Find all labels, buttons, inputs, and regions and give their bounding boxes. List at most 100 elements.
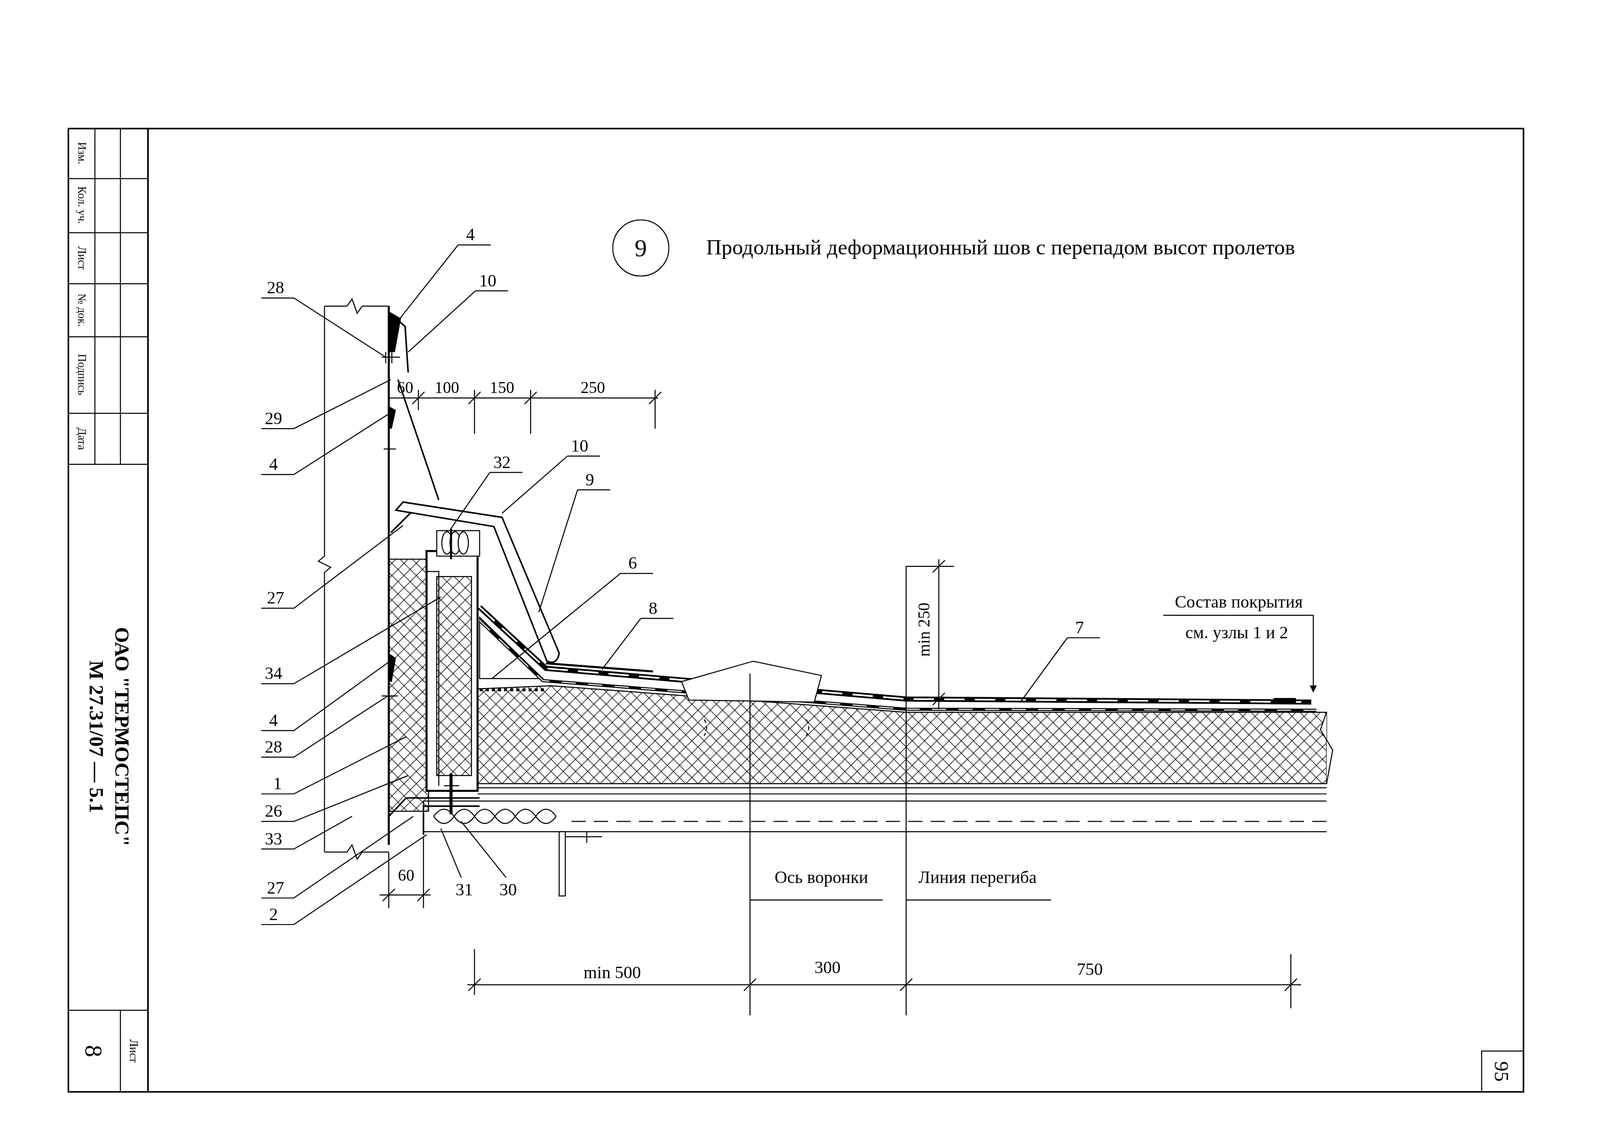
flashing-part: [381, 351, 400, 364]
wall-part: [318, 306, 331, 852]
sheet-frame-part: [94, 128, 121, 1092]
dimension-text: 750: [1076, 960, 1103, 978]
axis-lines-part: [750, 566, 907, 1015]
axis-lines-part: [750, 899, 1052, 901]
page-number: 95: [1492, 1061, 1513, 1082]
leader-lines-part: [261, 775, 409, 822]
title-block-cell: Кол. уч.: [75, 186, 88, 224]
leader-lines-part: [261, 695, 388, 758]
deck: [423, 787, 1327, 896]
wall-part: [324, 299, 389, 314]
sheet-frame-part: [147, 128, 1524, 1092]
fastener-part: [436, 530, 480, 557]
callout-number: 8: [648, 599, 658, 617]
deck-part: [477, 787, 1327, 794]
membrane: [479, 606, 1317, 710]
wall-insulation-part: [426, 550, 478, 791]
leader-lines-part: [601, 618, 674, 670]
dimension-text: 150: [489, 379, 515, 397]
deck-part: [559, 831, 566, 897]
leader-lines-part: [491, 573, 653, 679]
callout-number: 33: [264, 829, 283, 848]
dimension-text: min 250: [916, 602, 933, 657]
funnel: [681, 660, 822, 736]
leader-lines-part: [261, 379, 391, 429]
dimension-text: min 500: [583, 963, 641, 982]
sheet-frame-part: [68, 128, 148, 1092]
leader-lines-part: [261, 816, 414, 898]
wall-insulation-part: [381, 695, 398, 697]
membrane-part: [479, 606, 1312, 702]
title-block-cell: Дата: [75, 427, 88, 451]
callout-number: 26: [264, 802, 283, 820]
callout-number: 4: [268, 711, 278, 730]
wall-insulation-part: [388, 652, 397, 682]
callout-number: 32: [493, 453, 511, 471]
deck-part: [571, 820, 1327, 822]
document-code: М 27.31/07 — 5.1: [86, 660, 108, 813]
fastener-part: [450, 528, 452, 559]
dimension-text: 300: [814, 958, 841, 976]
sheet-node-circle: 9: [612, 219, 670, 277]
leader-lines-part: [538, 489, 611, 613]
leader-lines-part: [400, 244, 492, 319]
leader-lines-part: [451, 472, 523, 529]
leader-lines-part: [261, 297, 386, 357]
fastener-part: [443, 784, 459, 786]
fastener-part: [449, 773, 453, 815]
sheet-frame-part: [1481, 1050, 1524, 1092]
deck-part: [565, 831, 602, 843]
callout-number: 27: [266, 878, 285, 897]
note-text: Состав покрытия: [1174, 593, 1303, 611]
dimension-lines-part: [418, 389, 656, 434]
callout-number: 1: [273, 774, 282, 793]
dimension-lines-part: [388, 397, 659, 399]
leader-lines-part: [408, 290, 509, 353]
wall-insulation: [381, 550, 478, 811]
callout-number: 34: [264, 664, 283, 682]
dimension-lines-part: [382, 888, 430, 902]
axis-label: Линия перегиба: [918, 868, 1037, 886]
leader-lines-part: [502, 456, 601, 514]
funnel-part: [703, 719, 809, 736]
dimension-lines-part: [379, 836, 431, 908]
callout-number: 31: [455, 880, 473, 899]
dimension-text: 60: [397, 867, 415, 884]
flashing-part: [388, 406, 397, 429]
note-text: см. узлы 1 и 2: [1185, 623, 1289, 642]
title-block-cell: № док.: [75, 293, 88, 327]
fastener-part: [458, 531, 469, 554]
callout-number: 27: [266, 589, 285, 607]
leader-lines-part: [261, 816, 353, 849]
title-block-cell: Лист: [75, 246, 88, 270]
axis-label: Ось воронки: [774, 868, 869, 886]
deck-part: [433, 809, 557, 824]
callout-number: 4: [466, 225, 475, 244]
wall-insulation-part: [388, 558, 429, 811]
leader-lines-part: [1020, 637, 1101, 703]
roof-insulation-part: [1320, 712, 1333, 784]
leader-lines-part: [261, 525, 403, 609]
callout-number: 29: [264, 409, 283, 428]
wall-insulation-part: [436, 576, 472, 776]
roof-insulation-part: [479, 687, 547, 692]
membrane-part: [546, 663, 654, 672]
dimension-text: 250: [580, 379, 606, 397]
deck-part: [433, 809, 557, 824]
drawing-title: Продольный деформационный шов с перепадо…: [706, 237, 1296, 259]
roof-insulation-part: [479, 617, 543, 679]
title-block-cell: Подпись: [75, 353, 88, 395]
sheet-frame-part: [68, 178, 148, 1010]
dimension-text: 100: [434, 379, 460, 397]
leader-lines-part: [261, 660, 390, 731]
dimension-text: 60: [397, 379, 414, 397]
deck-part: [423, 800, 1327, 835]
leader-lines: [261, 244, 1314, 924]
membrane-part: [1273, 697, 1296, 704]
callout-number: 10: [478, 271, 497, 290]
leader-lines-part: [1163, 615, 1314, 692]
wall: [318, 299, 389, 860]
flashing-part: [383, 448, 397, 450]
callout-number: 28: [264, 738, 283, 756]
